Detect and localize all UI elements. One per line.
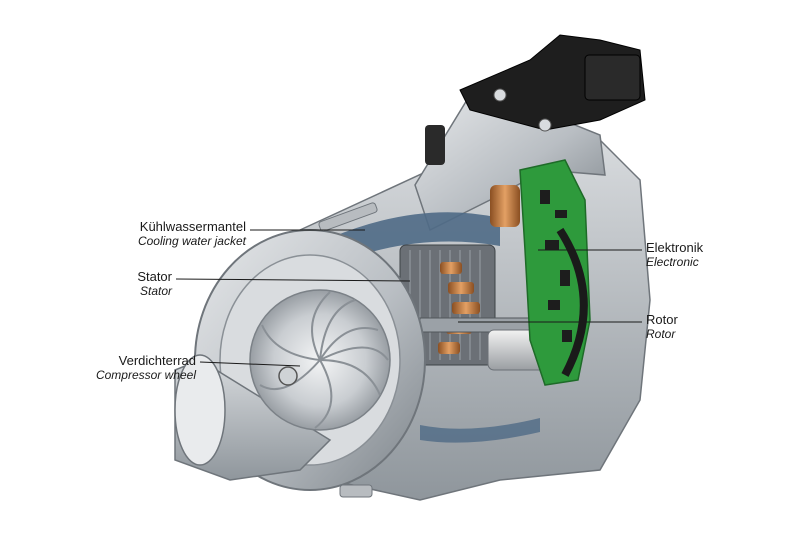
connector-socket	[584, 54, 641, 101]
compressor-hub-nut	[278, 366, 298, 386]
leader-line-stator	[175, 278, 411, 282]
inlet-pipe-opening	[174, 354, 226, 466]
label-rotor-en: Rotor	[646, 326, 676, 341]
label-kuehlwassermantel: Kühlwassermantel Cooling water jacket	[116, 219, 246, 249]
label-elektronik-en: Electronic	[646, 254, 699, 269]
bracket-bolt	[318, 202, 378, 232]
label-verdichterrad: Verdichterrad Compressor wheel	[56, 353, 196, 383]
bottom-bolt	[339, 484, 373, 498]
compressor-blades	[259, 291, 389, 429]
label-rotor: Rotor Rotor	[646, 312, 726, 342]
label-rotor-de: Rotor	[646, 312, 678, 327]
label-kuehlwassermantel-de: Kühlwassermantel	[139, 219, 246, 234]
label-verdichterrad-en: Compressor wheel	[95, 367, 196, 382]
electronics-components	[540, 190, 572, 342]
label-stator-de: Stator	[137, 269, 172, 284]
leader-line-verdichter	[199, 361, 301, 367]
electronics-ring	[556, 227, 588, 377]
label-elektronik: Elektronik Electronic	[646, 240, 756, 270]
cooling-water-jacket	[330, 212, 500, 262]
label-stator: Stator Stator	[96, 269, 172, 299]
label-stator-en: Stator	[139, 283, 172, 298]
connector-screw	[538, 118, 552, 132]
label-kuehlwassermantel-en: Cooling water jacket	[137, 233, 246, 248]
side-sensor	[425, 125, 445, 165]
label-verdichterrad-de: Verdichterrad	[118, 353, 196, 368]
cooling-water-jacket-lower	[420, 418, 540, 443]
label-elektronik-de: Elektronik	[646, 240, 704, 255]
electronics-board	[519, 159, 591, 386]
connector-screw	[493, 88, 507, 102]
